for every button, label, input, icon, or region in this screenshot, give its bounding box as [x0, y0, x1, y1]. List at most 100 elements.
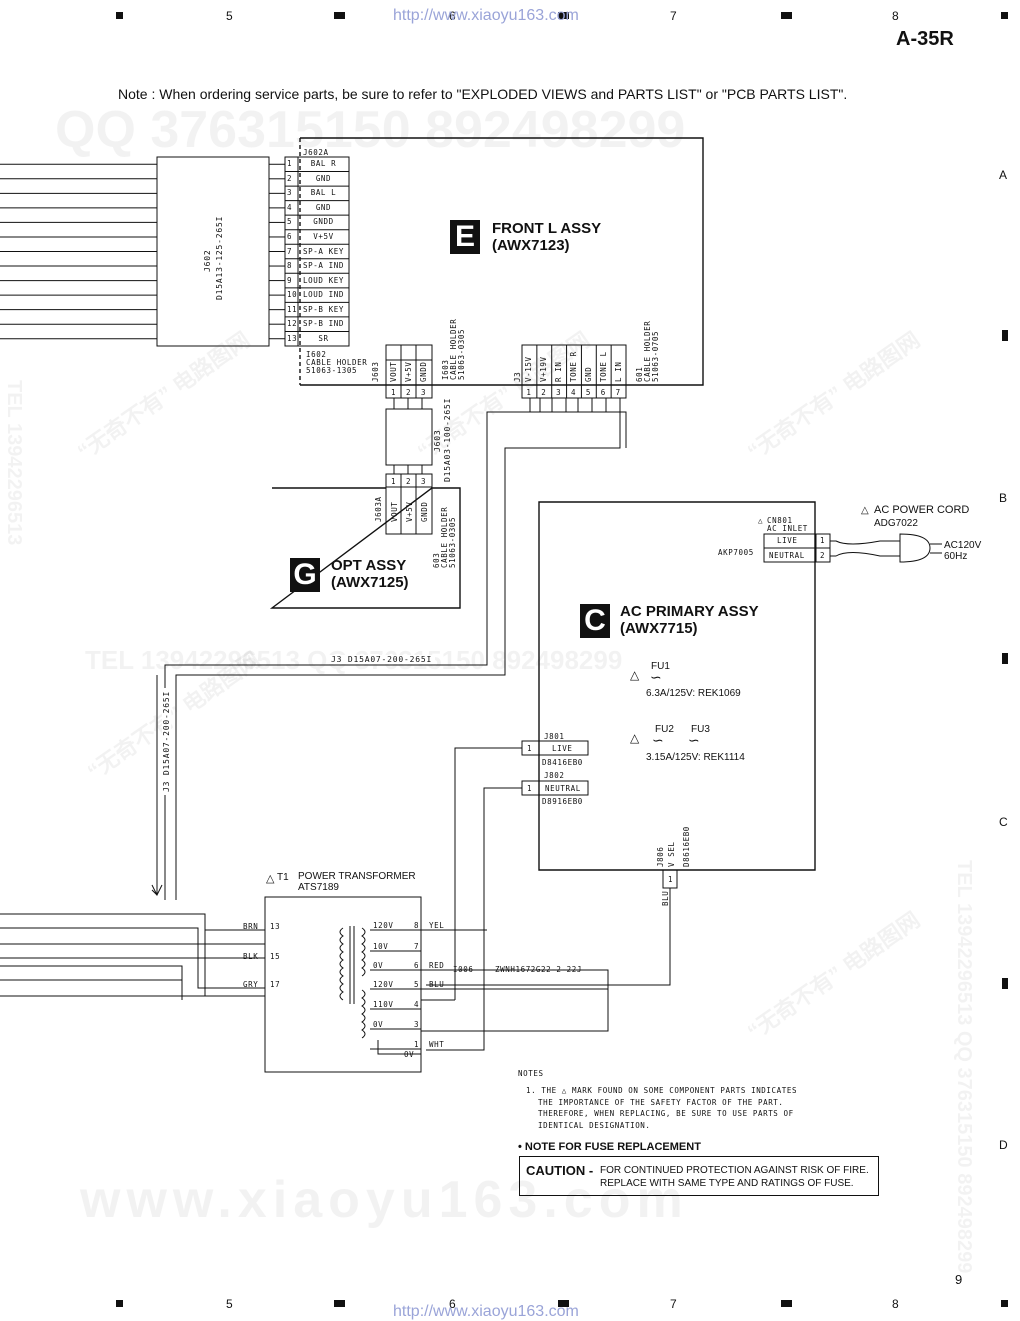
registration-mark — [334, 1300, 345, 1307]
watermark-qq: QQ 376315150 892498299 — [55, 101, 686, 159]
j603-label: J603 — [371, 361, 380, 382]
j801-pin-1: 1 — [527, 744, 533, 753]
fu1-rating: 6.3A/125V: REK1069 — [646, 688, 741, 699]
j602a-pin-label: SP-A IND — [303, 261, 344, 271]
transformer-icon — [342, 925, 343, 926]
plug-frequency: 60Hz — [944, 551, 968, 562]
j802-label: J802 — [544, 771, 565, 780]
tap-voltage: 120V — [373, 980, 394, 989]
grid-row-c: C — [999, 815, 1008, 829]
j3-pin-number: 7 — [615, 388, 621, 397]
header-url-link[interactable]: http://www.xiaoyu163.com — [393, 7, 579, 24]
tap-voltage: 10V — [373, 942, 389, 951]
j602a-pin-label: GND — [315, 202, 332, 212]
registration-mark — [558, 12, 569, 19]
j602a-pin-number: 1 — [287, 159, 293, 169]
opt-assy-name: OPT ASSY — [331, 557, 407, 574]
ac-primary-assy-letter: C — [580, 604, 610, 638]
tap-pin: 4 — [414, 1000, 420, 1009]
grid-col-8-bottom: 8 — [892, 1297, 899, 1311]
fuse-note-title: • NOTE FOR FUSE REPLACEMENT — [518, 1141, 701, 1153]
ordering-note: Note : When ordering service parts, be s… — [118, 86, 848, 102]
j602a-pin-number: 10 — [287, 290, 298, 300]
j3-cable-label: J3 D15A07-200-265I — [328, 655, 436, 664]
j602a-pin-number: 8 — [287, 261, 293, 271]
primary-wire-color: BLK — [243, 952, 259, 961]
grid-col-5: 5 — [226, 9, 233, 23]
j801-label: J801 — [544, 732, 565, 741]
front-l-assy-code: (AWX7123) — [492, 237, 570, 254]
j3-pin-number: 4 — [571, 388, 577, 397]
j603a-pin-num-2: 2 — [406, 477, 412, 486]
akp7005-label: AKP7005 — [718, 548, 754, 557]
footer-url-link[interactable]: http://www.xiaoyu163.com — [393, 1303, 579, 1320]
j3-pin-label: R IN — [554, 361, 564, 382]
transformer-part: ATS7189 — [298, 882, 339, 893]
j602a-pin-number: 9 — [287, 275, 293, 285]
j3-pin-number: 1 — [526, 388, 532, 397]
j602-cable-label: J602 — [203, 249, 212, 272]
registration-mark — [116, 12, 123, 19]
plug-icon — [902, 538, 903, 539]
watermark-site-bottom: www.xiaoyu163.com — [80, 1171, 689, 1229]
j603-pin-num-1: 1 — [391, 388, 397, 397]
j3-pin-label: V-15V — [524, 356, 534, 382]
j602a-pin-number: 7 — [287, 246, 293, 256]
grid-col-8: 8 — [892, 9, 899, 23]
fu1-label: FU1 — [651, 661, 670, 672]
grid-row-d: D — [999, 1138, 1008, 1152]
ac-power-cord-part: ADG7022 — [874, 518, 918, 529]
registration-mark — [1001, 12, 1008, 19]
j603-pin-num-2: 2 — [406, 388, 412, 397]
tap-pin: 6 — [414, 961, 420, 970]
opt-assy-letter: G — [290, 558, 320, 592]
j603-pin-vout: VOUT — [389, 361, 398, 382]
j801-live-label: LIVE — [552, 744, 573, 753]
warning-triangle-icon: △ — [266, 873, 275, 885]
opt-pin-v5v: V+5V — [405, 501, 414, 522]
tap-wire-color: BLU — [429, 980, 445, 989]
warning-triangle-icon: △ — [630, 668, 640, 682]
tap-voltage: 120V — [373, 921, 394, 930]
fuse-icon: ∽ — [652, 732, 664, 748]
grid-col-6: 6 — [449, 9, 456, 23]
registration-mark — [1002, 330, 1008, 341]
caution-label: CAUTION - — [526, 1163, 594, 1178]
j603-pin-v5v: V+5V — [404, 361, 413, 382]
tap-voltage: 0V — [404, 1050, 415, 1059]
warning-triangle-icon: △ — [758, 516, 764, 525]
registration-mark — [116, 1300, 123, 1307]
model-number: A-35R — [896, 28, 954, 50]
caution-line-2: REPLACE WITH SAME TYPE AND RATINGS OF FU… — [600, 1178, 854, 1189]
j3-label: J3 — [513, 371, 522, 382]
front-l-assy-name: FRONT L ASSY — [492, 220, 602, 237]
j603a-label: J603A — [374, 496, 383, 522]
j3-pin-label: TONE L — [598, 351, 608, 382]
tap-pin: 5 — [414, 980, 420, 989]
holder-1603: I603 CABLE HOLDER 51063-0305 — [441, 318, 466, 380]
registration-mark — [1002, 978, 1008, 989]
j602a-pin-label: GND — [315, 173, 332, 183]
j602a-pin-label: BAL R — [310, 159, 337, 169]
fu2-label: FU2 — [655, 724, 674, 735]
inlet-pin-2: 2 — [820, 551, 826, 560]
j3-pin-number: 6 — [600, 388, 606, 397]
holder-1602: I602 CABLE HOLDER 51063-1305 — [306, 350, 368, 375]
tap-wire-color: WHT — [429, 1040, 445, 1049]
j603a-pin-num-3: 3 — [421, 477, 427, 486]
j602a-pin-number: 11 — [287, 304, 298, 314]
transformer-title: POWER TRANSFORMER — [298, 871, 416, 882]
tap-wire-color: RED — [429, 961, 445, 970]
notes-body: 1. THE △ MARK FOUND ON SOME COMPONENT PA… — [526, 1086, 798, 1130]
j3-pin-label: TONE R — [569, 351, 578, 382]
j602a-pin-number: 2 — [287, 173, 293, 183]
j602a-pin-label: SP-A KEY — [303, 246, 344, 256]
fuse-icon: ∽ — [688, 732, 700, 748]
registration-mark — [1002, 653, 1008, 664]
j802-neutral-label: NEUTRAL — [545, 784, 581, 793]
inlet-pin-neutral-label: NEUTRAL — [769, 551, 805, 560]
registration-mark — [1001, 1300, 1008, 1307]
j602a-pin-label: GNDD — [313, 217, 334, 227]
j602a-pin-label: SP-B KEY — [303, 304, 344, 314]
